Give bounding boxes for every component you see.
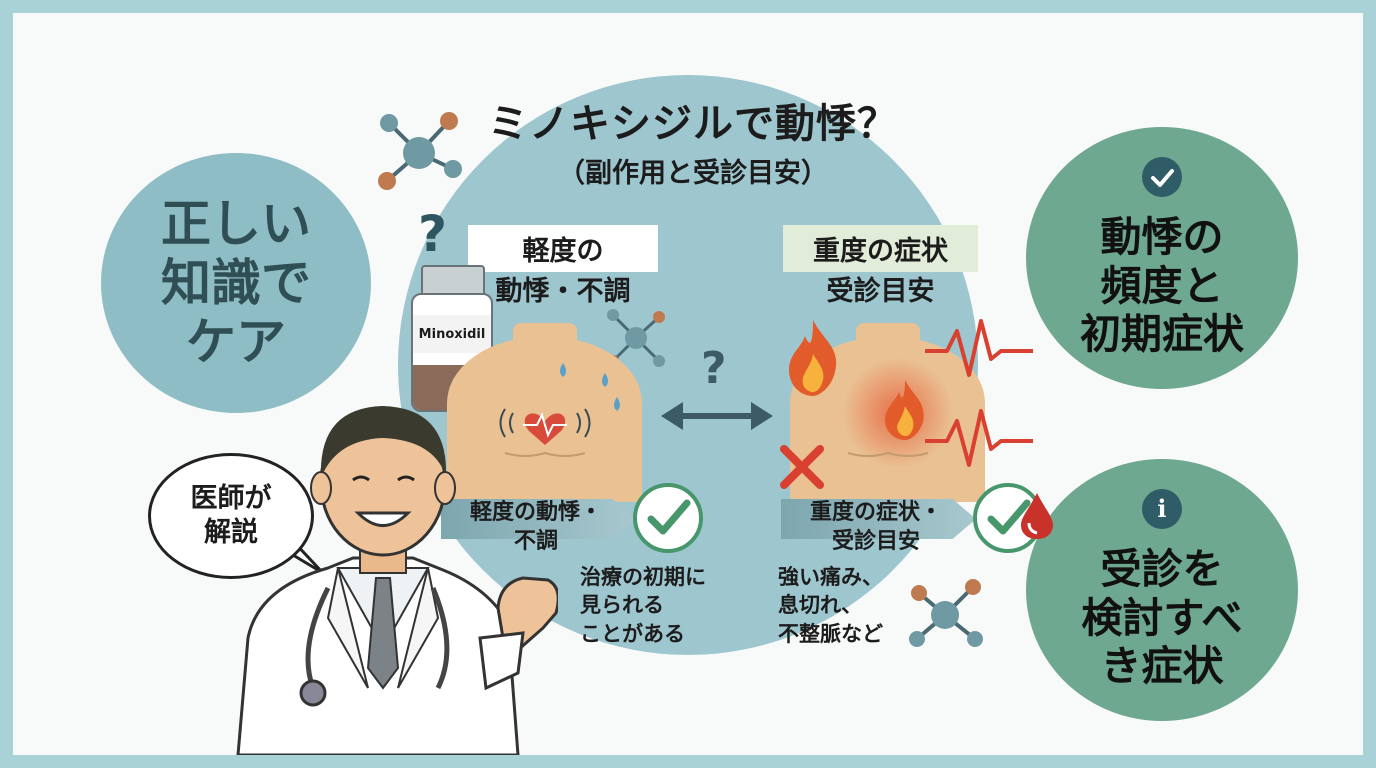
speech-line: 医師が — [190, 483, 272, 515]
flame-icon — [885, 380, 924, 440]
left-bubble-line: 正しい — [161, 194, 311, 253]
left-bubble: 正しい 知識で ケア — [101, 153, 371, 413]
infographic-canvas: ミノキシジルで動悸？ （副作用と受診目安） 正しい 知識で ケア 動悸の 頻度と… — [13, 13, 1363, 755]
molecule-icon — [909, 579, 983, 647]
mild-body-figure — [445, 313, 645, 502]
question-icon: ? — [418, 205, 448, 263]
info-icon: i — [1141, 489, 1182, 530]
bottle-label: Minoxidil — [418, 326, 486, 342]
cross-icon — [780, 445, 824, 489]
right-bubble-line: 頻度と — [1100, 261, 1224, 310]
mild-heading: 軽度の — [468, 225, 658, 272]
right-bubble-line: 受診を — [1100, 545, 1224, 594]
double-arrow-icon — [661, 402, 773, 430]
right-bubble-line: 検討すべ — [1081, 593, 1243, 642]
speech-line: 解説 — [204, 517, 258, 548]
severe-banner-arrow — [781, 499, 976, 539]
doctor-illustration — [236, 406, 558, 755]
mild-banner-line: 軽度の動悸・ — [469, 500, 602, 525]
molecule-icon — [378, 112, 462, 190]
mild-note: 治療の初期に 見られる ことがある — [580, 563, 706, 648]
page-title: ミノキシジルで動悸？ — [488, 101, 898, 147]
speech-bubble: 医師が 解説 — [148, 453, 314, 579]
left-bubble-line: 知識で — [161, 253, 311, 312]
left-bubble-line: ケア — [186, 312, 286, 371]
mild-note-line: 治療の初期に — [580, 565, 706, 589]
severe-banner-line: 重度の症状・ — [809, 500, 942, 525]
check-icon — [633, 483, 703, 553]
right-bubble-line: 初期症状 — [1080, 310, 1244, 359]
mild-note-line: ことがある — [580, 621, 685, 646]
blood-drop-icon — [1021, 493, 1053, 539]
mild-banner-line: 不調 — [513, 528, 558, 554]
severe-banner-label: 重度の症状・ 受診目安 — [781, 499, 971, 556]
flame-icon — [789, 320, 837, 396]
severe-heading: 重度の症状 — [783, 225, 978, 272]
right-bubble-line: 動悸の — [1100, 213, 1224, 262]
right-bubble-frequency: 動悸の 頻度と 初期症状 — [1026, 127, 1298, 389]
mild-subheading: 動悸・不調 — [495, 276, 631, 307]
severe-note-line: 不整脈など — [778, 621, 883, 646]
mild-banner-arrow — [441, 499, 636, 539]
check-icon — [1142, 157, 1182, 198]
mild-banner-label: 軽度の動悸・ 不調 — [441, 499, 631, 556]
page-subtitle: （副作用と受診目安） — [558, 158, 828, 189]
right-bubble-line: き症状 — [1100, 642, 1224, 691]
severe-subheading: 受診目安 — [826, 276, 935, 307]
severe-banner-line: 受診目安 — [831, 528, 920, 554]
mild-note-line: 見られる — [580, 593, 664, 618]
right-bubble-consult: i 受診を 検討すべ き症状 — [1026, 459, 1298, 721]
question-icon: ? — [701, 343, 727, 394]
severe-note: 強い痛み、 息切れ、 不整脈など — [778, 563, 883, 648]
severe-note-line: 強い痛み、 — [778, 565, 883, 589]
heartbeat-line-icon — [925, 319, 1033, 467]
severe-note-line: 息切れ、 — [778, 593, 863, 618]
